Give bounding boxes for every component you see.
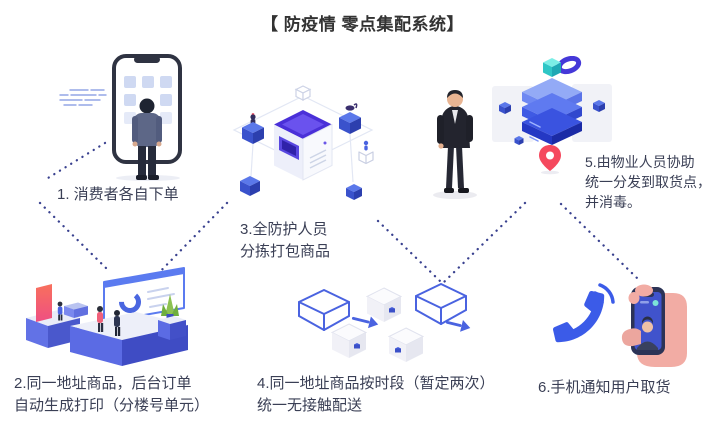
wireframe-box-icon (415, 283, 467, 325)
packages-icon (298, 283, 471, 362)
floating-cube-icon (499, 100, 605, 145)
step-6-illustration (543, 275, 688, 378)
connector-step1-to-step2 (38, 201, 109, 271)
connector-step3-to-step4 (376, 219, 442, 283)
server-stack-icon (492, 55, 612, 175)
right-pedestal (158, 316, 186, 340)
phone-notification-icon (552, 283, 687, 367)
connector-step4-to-step5 (442, 201, 527, 284)
network-cube-worker-icon (242, 113, 264, 144)
page-title: 【 防疫情 零点集配系统】 (261, 15, 464, 34)
wireframe-box-icon (298, 289, 350, 331)
person-back-figure (132, 98, 162, 180)
worker-figure (114, 310, 121, 336)
step-2-illustration (18, 262, 203, 379)
user-avatar (637, 316, 658, 350)
location-pin-icon (539, 145, 561, 171)
signal-waves-icon (593, 283, 615, 305)
stack-slabs (522, 78, 582, 145)
step-2-label: 2.同一地址商品，后台订单 自动生成打印（分楼号单元） (14, 375, 210, 414)
app-icon-dot (652, 300, 659, 306)
network-cube-icon (240, 176, 362, 200)
hand-holding-phone-icon (621, 284, 687, 367)
thumb (621, 328, 641, 347)
worker-figure (57, 301, 63, 321)
red-banner-icon (36, 284, 52, 322)
business-person-figure (424, 88, 486, 205)
step-3-illustration (228, 80, 378, 220)
step-5-illustration (492, 55, 612, 181)
step-1-illustration (48, 52, 208, 187)
step-3-label: 3.全防护人员 分拣打包商品 (240, 221, 331, 260)
step-4-label: 4.同一地址商品按时段（暂定两次） 统一无接触配送 (257, 375, 495, 414)
smartphone-consumer-icon (59, 54, 182, 181)
worker-figure (97, 306, 104, 332)
sorting-machine-icon (232, 85, 374, 200)
step-4-illustration (294, 278, 474, 381)
pin-shadow (541, 170, 559, 175)
teal-cube-icon (543, 58, 561, 77)
phone-screen (634, 292, 662, 350)
scan-station-icon (358, 140, 374, 165)
handset-icon (552, 290, 605, 343)
console-table-icon (64, 302, 88, 318)
package-box-icon (330, 323, 368, 358)
finger-bump (628, 292, 640, 304)
network-cube-item-icon (339, 103, 361, 134)
package-box-icon (387, 327, 425, 362)
arrow-right-icon (445, 320, 471, 332)
step-5-label: 5.由物业人员协助 统一分发到取货点， 并消毒。 (585, 154, 711, 210)
step-1-label: 1. 消费者各自下单 (57, 186, 179, 203)
backend-platform-icon (26, 267, 188, 366)
step-6-label: 6.手机通知用户取货 (538, 379, 671, 396)
pie-chart-icon (119, 291, 141, 313)
outline-cube-icon (294, 85, 312, 101)
order-text-lines-icon (59, 89, 107, 106)
business-person-icon (433, 90, 477, 199)
connector-step5-to-step6 (559, 202, 639, 280)
packing-machine-icon (274, 110, 333, 181)
arrow-right-icon (351, 316, 379, 329)
finger-bump (635, 284, 653, 297)
package-box-icon (365, 287, 403, 322)
